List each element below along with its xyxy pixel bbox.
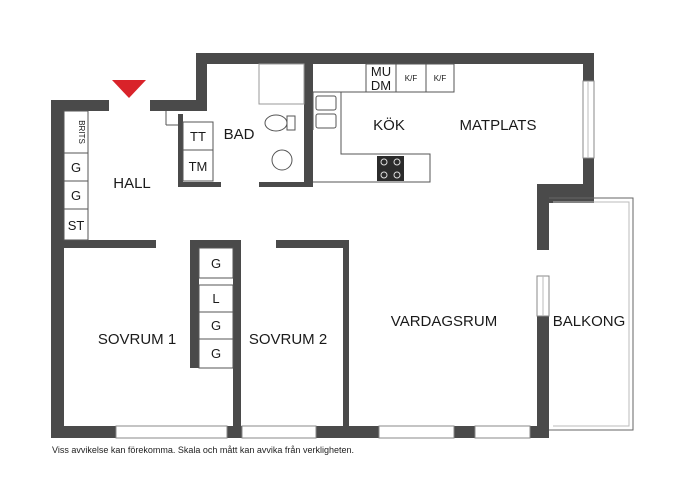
stove-icon [377, 156, 404, 181]
fixture-label-closet-g-top: G [211, 256, 221, 271]
fixture-label-kf-1: K/F [405, 74, 418, 83]
fixture-label-mu: MU [371, 64, 391, 79]
fixture-label-closet-g2: G [211, 346, 221, 361]
room-label-sovrum-1: SOVRUM 1 [98, 331, 176, 348]
fixture-label-tt: TT [190, 129, 206, 144]
fixtures-outlines [63, 63, 634, 439]
room-label-bad: BAD [224, 126, 255, 143]
entrance-arrow-icon [112, 80, 146, 98]
fixture-label-hall-g1: G [71, 160, 81, 175]
room-label-sovrum-2: SOVRUM 2 [249, 331, 327, 348]
room-label-vardagsrum: VARDAGSRUM [391, 313, 497, 330]
room-label-balkong: BALKONG [553, 313, 626, 330]
disclaimer-text: Viss avvikelse kan förekomma. Skala och … [52, 445, 354, 455]
fixture-label-tm: TM [189, 159, 208, 174]
fixture-label-dm: DM [371, 78, 391, 93]
room-label-kok: KÖK [373, 116, 405, 134]
fixture-label-kf-2: K/F [434, 74, 447, 83]
fixture-label-closet-g1: G [211, 318, 221, 333]
room-label-hall: HALL [113, 175, 151, 192]
fixture-label-hall-g2: G [71, 188, 81, 203]
fixture-label-brits: BRITS [77, 120, 86, 144]
fixture-label-st: ST [68, 218, 85, 233]
walls [51, 53, 594, 438]
room-label-matplats: MATPLATS [460, 117, 537, 134]
fixture-label-closet-l: L [212, 291, 219, 306]
stove-burners [380, 158, 401, 179]
